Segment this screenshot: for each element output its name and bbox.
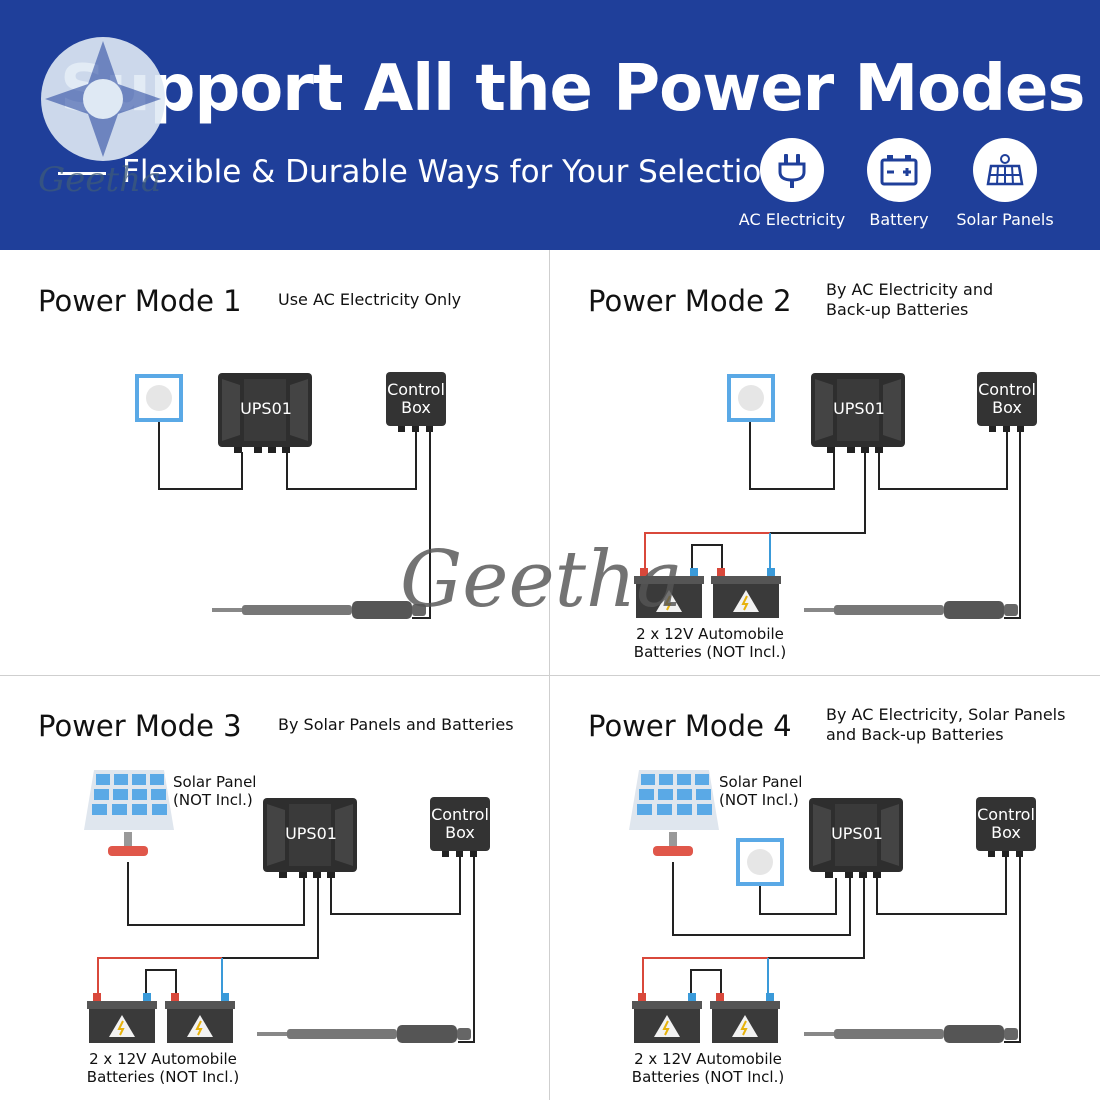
mode-2-actuator: [804, 601, 1018, 619]
mode-4-solar-panel-icon: [629, 770, 719, 856]
mode-1-ups-label: UPS01: [240, 399, 292, 418]
control-label-line2: Box: [445, 823, 475, 842]
mode-4-solar-caption: Solar Panel (NOT Incl.): [719, 773, 829, 809]
mode-3-solar-caption: Solar Panel (NOT Incl.): [173, 773, 283, 809]
grid-divider-horizontal: [0, 675, 1100, 676]
mode-1-control-label: Control Box: [386, 381, 446, 417]
mode-4-description-line1: By AC Electricity, Solar Panels: [826, 705, 1066, 724]
solar-caption-line2: (NOT Incl.): [173, 791, 253, 809]
battery-caption-line2: Batteries (NOT Incl.): [86, 1068, 240, 1086]
feature-battery-label: Battery: [869, 210, 929, 229]
control-label-line1: Control: [431, 805, 489, 824]
page-title: Support All the Power Modes: [60, 52, 1085, 126]
mode-3-actuator: [257, 1025, 471, 1043]
mode-4-description: By AC Electricity, Solar Panels and Back…: [826, 705, 1086, 745]
mode-3-ups-label: UPS01: [285, 824, 337, 843]
mode-3-title: Power Mode 3: [38, 709, 242, 743]
control-label-line2: Box: [992, 398, 1022, 417]
battery-caption-line1: 2 x 12V Automobile: [636, 625, 784, 643]
mode-1-description: Use AC Electricity Only: [278, 290, 462, 309]
brand-logo-text: Geetha: [38, 160, 162, 200]
mode-1-actuator: [212, 601, 426, 619]
mode-3-description: By Solar Panels and Batteries: [278, 715, 514, 734]
mode-3-battery-1: [86, 992, 158, 1044]
mode-4-battery-1: [631, 992, 703, 1044]
feature-ac: AC Electricity: [737, 138, 847, 229]
feature-solar-label: Solar Panels: [956, 210, 1054, 229]
mode-4-battery-caption: 2 x 12V Automobile Batteries (NOT Incl.): [608, 1050, 808, 1086]
control-label-line1: Control: [977, 805, 1035, 824]
mode-2-ups-label: UPS01: [833, 399, 885, 418]
mode-2-control-label: Control Box: [977, 381, 1037, 417]
subtitle-dash: [58, 172, 106, 175]
battery-icon: [867, 138, 931, 202]
battery-caption-line1: 2 x 12V Automobile: [634, 1050, 782, 1068]
mode-2-battery-2: [710, 567, 782, 619]
mode-2-description: By AC Electricity and Back-up Batteries: [826, 280, 1066, 320]
solar-caption-line2: (NOT Incl.): [719, 791, 799, 809]
mode-3-battery-2: [164, 992, 236, 1044]
control-label-line2: Box: [401, 398, 431, 417]
mode-2-title: Power Mode 2: [588, 284, 792, 318]
solar-caption-line1: Solar Panel: [173, 773, 257, 791]
battery-caption-line2: Batteries (NOT Incl.): [631, 1068, 785, 1086]
control-label-line1: Control: [978, 380, 1036, 399]
battery-caption-line2: Batteries (NOT Incl.): [633, 643, 787, 661]
mode-1-ac-outlet-icon: [135, 374, 183, 422]
mode-2-battery-caption: 2 x 12V Automobile Batteries (NOT Incl.): [610, 625, 810, 661]
watermark: Geetha: [400, 535, 683, 625]
plug-icon: [760, 138, 824, 202]
feature-solar: Solar Panels: [950, 138, 1060, 229]
mode-4-ac-outlet-icon: [736, 838, 784, 886]
control-label-line2: Box: [991, 823, 1021, 842]
feature-ac-label: AC Electricity: [738, 210, 846, 229]
mode-2-description-line2: Back-up Batteries: [826, 300, 969, 319]
feature-battery: Battery: [844, 138, 954, 229]
mode-4-title: Power Mode 4: [588, 709, 792, 743]
mode-1-title: Power Mode 1: [38, 284, 242, 318]
page-subtitle: Flexible & Durable Ways for Your Selecti…: [122, 154, 782, 190]
mode-4-battery-2: [709, 992, 781, 1044]
mode-3-control-label: Control Box: [430, 806, 490, 842]
solar-panel-icon: [973, 138, 1037, 202]
battery-caption-line1: 2 x 12V Automobile: [89, 1050, 237, 1068]
mode-4-actuator: [804, 1025, 1018, 1043]
solar-caption-line1: Solar Panel: [719, 773, 803, 791]
control-label-line1: Control: [387, 380, 445, 399]
mode-2-description-line1: By AC Electricity and: [826, 280, 994, 299]
mode-4-control-label: Control Box: [976, 806, 1036, 842]
header-banner: Support All the Power Modes Flexible & D…: [0, 0, 1100, 250]
mode-3-solar-panel-icon: [84, 770, 174, 856]
brand-logo-icon: [41, 37, 165, 161]
mode-3-battery-caption: 2 x 12V Automobile Batteries (NOT Incl.): [63, 1050, 263, 1086]
mode-4-ups-label: UPS01: [831, 824, 883, 843]
mode-2-ac-outlet-icon: [727, 374, 775, 422]
mode-4-description-line2: and Back-up Batteries: [826, 725, 1004, 744]
